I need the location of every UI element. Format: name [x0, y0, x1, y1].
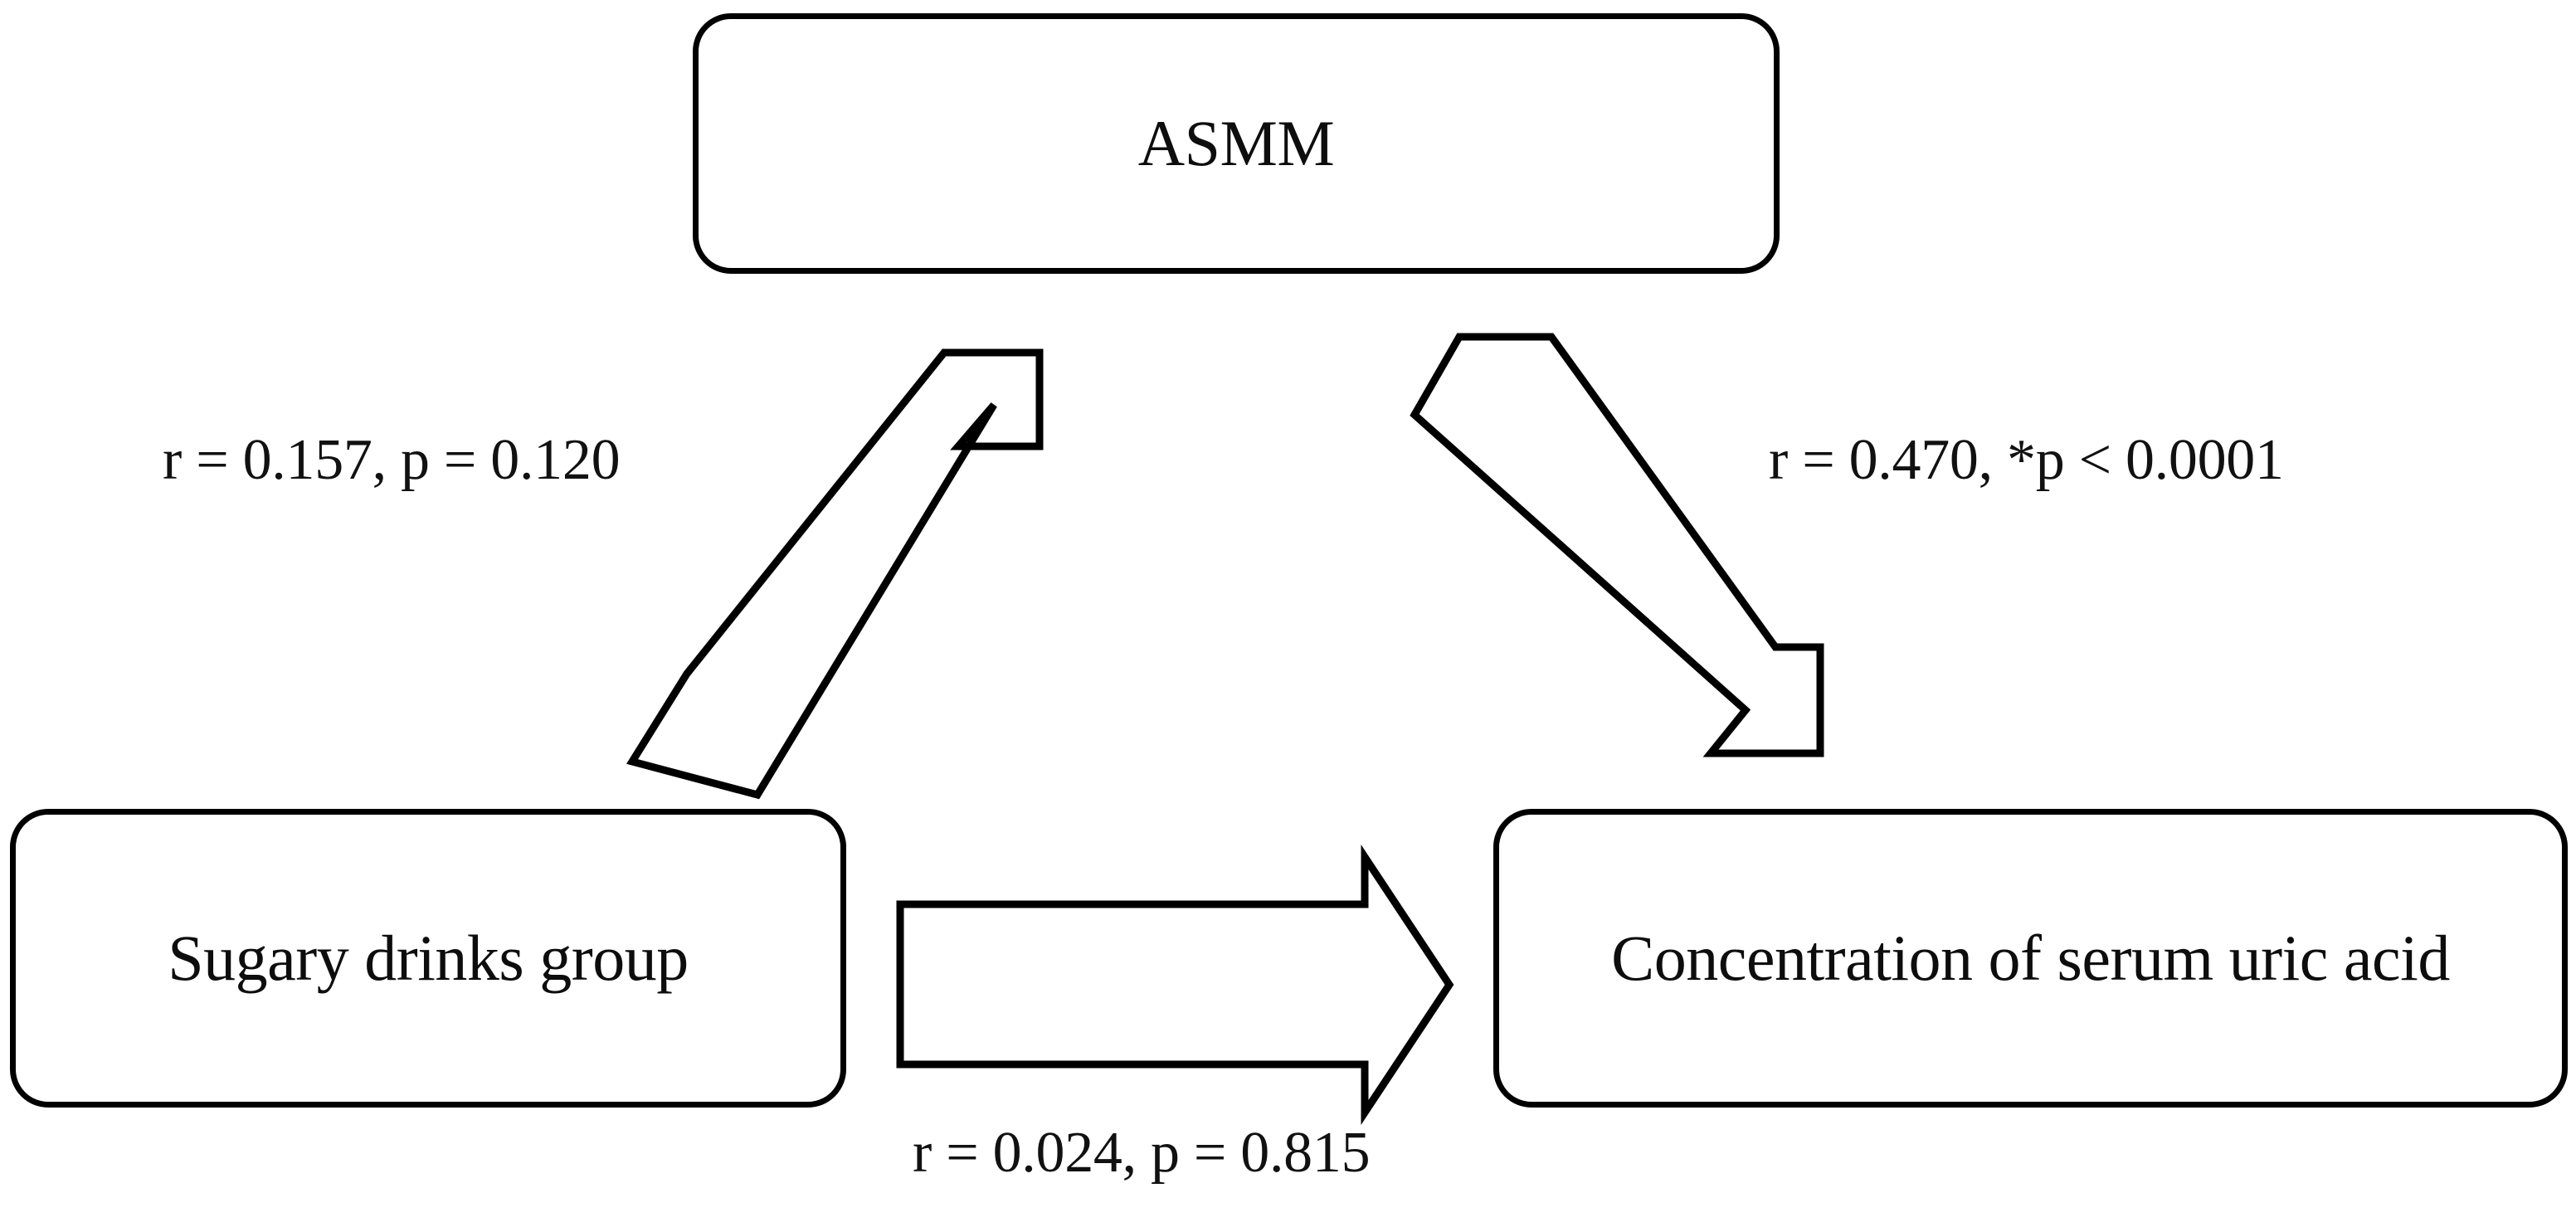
edge-label-sugary-to-uric: r = 0.024, p = 0.815	[913, 1121, 1371, 1185]
node-sugary-drinks-group-label: Sugary drinks group	[168, 922, 689, 995]
block-arrow-up-right-icon	[626, 348, 1044, 800]
node-concentration-serum-uric-acid[interactable]: Concentration of serum uric acid	[1493, 809, 2568, 1108]
edge-label-sugary-to-asmm: r = 0.157, p = 0.120	[163, 428, 621, 492]
node-sugary-drinks-group[interactable]: Sugary drinks group	[10, 809, 846, 1108]
node-asmm-label: ASMM	[1137, 107, 1335, 180]
node-asmm[interactable]: ASMM	[693, 13, 1780, 274]
node-concentration-serum-uric-acid-label: Concentration of serum uric acid	[1611, 922, 2450, 995]
block-arrow-down-right-icon	[1410, 333, 1824, 757]
edge-label-asmm-to-uric: r = 0.470, *p < 0.0001	[1769, 428, 2284, 492]
block-arrow-right-icon	[896, 845, 1454, 1125]
